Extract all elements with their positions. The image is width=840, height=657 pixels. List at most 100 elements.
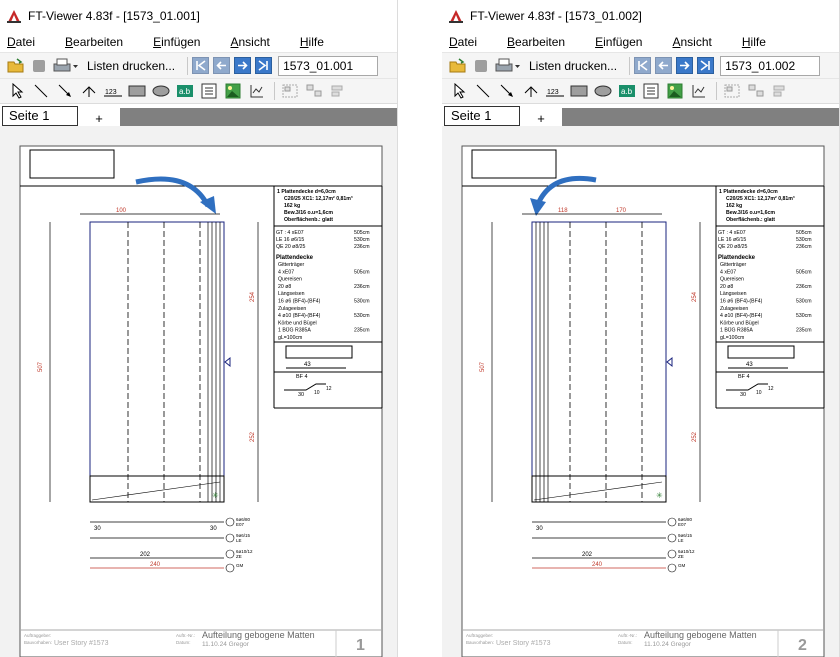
app-icon <box>7 10 21 23</box>
select-pointer-icon[interactable] <box>448 81 470 101</box>
mini-value: 43 <box>304 362 311 368</box>
image-tool-icon[interactable] <box>664 81 686 101</box>
menu-datei[interactable]: Datei <box>449 35 477 49</box>
group-tool-icon[interactable] <box>279 81 301 101</box>
tab-bar-background <box>120 108 397 126</box>
group-tool-icon[interactable] <box>721 81 743 101</box>
last-page-button[interactable] <box>697 57 715 74</box>
line-tool-icon[interactable] <box>30 81 52 101</box>
chart-tool-icon[interactable] <box>246 81 268 101</box>
align-tool-icon[interactable] <box>769 81 791 101</box>
main-toolbar: Listen drucken... 1573_01.002 <box>442 52 839 78</box>
panel-line: Bew.3/16 o.u=1,6cm <box>726 210 775 216</box>
print-lists-button[interactable]: Listen drucken... <box>529 58 618 73</box>
footer-label: Datum: <box>176 640 191 645</box>
section-title: Plattendecke <box>276 255 314 261</box>
first-page-button[interactable] <box>192 57 210 74</box>
dim-top-left: 118 <box>558 208 568 214</box>
footer-title: Aufteilung gebogene Matten <box>202 630 315 640</box>
text-block-tool-icon[interactable] <box>640 81 662 101</box>
ungroup-tool-icon[interactable] <box>303 81 325 101</box>
section-row-label: 4 xE07 <box>278 269 294 275</box>
window-title: FT-Viewer 4.83f - [1573_01.001] <box>28 9 200 23</box>
menu-ansicht[interactable]: Ansicht <box>672 35 711 49</box>
panel-row-label: QE 20 ø8/25 <box>718 244 748 250</box>
panel-row-value: 530cm <box>354 237 370 243</box>
select-pointer-icon[interactable] <box>6 81 28 101</box>
add-page-tab[interactable]: + <box>520 110 562 126</box>
add-page-tab[interactable]: + <box>78 110 120 126</box>
menu-hilfe[interactable]: Hilfe <box>300 35 324 49</box>
text-block-tool-icon[interactable] <box>198 81 220 101</box>
header-box <box>471 149 557 179</box>
section-row-label: Quereisen <box>278 277 302 283</box>
footer-label: Auftraggeber: <box>24 633 51 638</box>
text-field-tool-icon[interactable]: a.b <box>616 81 638 101</box>
footer-label: Bauvorhaben: <box>24 640 52 645</box>
section-row-label: 16 ø6 (BF4)-(BF4) <box>278 299 321 305</box>
first-page-icon <box>196 60 206 71</box>
dim-bottom-a: 30 <box>94 526 101 532</box>
document-number-field[interactable]: 1573_01.002 <box>720 55 821 76</box>
menu-bearbeiten[interactable]: Bearbeiten <box>65 35 123 49</box>
svg-text:123: 123 <box>105 89 117 96</box>
menu-einfgen[interactable]: Einfügen <box>595 35 642 49</box>
dim-bottom-c: 202 <box>582 552 593 558</box>
printer-icon[interactable] <box>494 56 522 76</box>
annotation-arrow <box>135 176 211 208</box>
ellipse-tool-icon[interactable] <box>150 81 172 101</box>
section-row-label: 1 BÜG R385A <box>720 327 753 334</box>
rectangle-tool-icon[interactable] <box>568 81 590 101</box>
menu-datei[interactable]: Datei <box>7 35 35 49</box>
last-page-button[interactable] <box>255 57 273 74</box>
text-field-tool-icon[interactable]: a.b <box>174 81 196 101</box>
line-tool-icon[interactable] <box>472 81 494 101</box>
first-page-icon <box>638 60 648 71</box>
tab-page-1[interactable]: Seite 1 <box>2 106 78 126</box>
section-row-value: 235cm <box>354 328 370 334</box>
toolbar-separator <box>274 82 275 100</box>
image-tool-icon[interactable] <box>222 81 244 101</box>
open-folder-icon[interactable] <box>6 56 26 76</box>
header-box <box>29 149 115 179</box>
ungroup-tool-icon[interactable] <box>745 81 767 101</box>
menu-einfgen[interactable]: Einfügen <box>153 35 200 49</box>
tab-page-1[interactable]: Seite 1 <box>444 106 520 126</box>
number-tool-icon[interactable]: 123 <box>102 81 124 101</box>
stop-icon[interactable] <box>471 56 491 76</box>
align-tool-icon[interactable] <box>327 81 349 101</box>
sheet-paper <box>461 145 825 657</box>
section-row-label: Längseisen <box>278 291 305 297</box>
printer-icon[interactable] <box>52 56 80 76</box>
chart-tool-icon[interactable] <box>688 81 710 101</box>
panel-line: Bew.3/16 o.u=1,6cm <box>284 210 333 216</box>
menu-bearbeiten[interactable]: Bearbeiten <box>507 35 565 49</box>
dimension-tool-icon[interactable] <box>520 81 542 101</box>
previous-page-button[interactable] <box>213 57 231 74</box>
document-number-field[interactable]: 1573_01.001 <box>278 55 379 76</box>
dim-left: 507 <box>480 361 486 372</box>
rectangle-tool-icon[interactable] <box>126 81 148 101</box>
footer-label: Bauvorhaben: <box>466 640 494 645</box>
menu-ansicht[interactable]: Ansicht <box>230 35 269 49</box>
ellipse-tool-icon[interactable] <box>592 81 614 101</box>
previous-page-button[interactable] <box>655 57 673 74</box>
next-page-button[interactable] <box>234 57 252 74</box>
bf-label: BF 4 <box>738 374 750 380</box>
arrow-line-tool-icon[interactable] <box>54 81 76 101</box>
number-tool-icon[interactable]: 123 <box>544 81 566 101</box>
print-lists-button[interactable]: Listen drucken... <box>87 58 176 73</box>
open-folder-icon[interactable] <box>448 56 468 76</box>
section-row-label: 20 ø8 <box>278 284 291 290</box>
dimension-tool-icon[interactable] <box>78 81 100 101</box>
section-row-label: Gitterträger <box>278 262 305 268</box>
stop-icon[interactable] <box>29 56 49 76</box>
arrow-line-tool-icon[interactable] <box>496 81 518 101</box>
menu-mnemonic: B <box>65 35 74 49</box>
next-page-button[interactable] <box>676 57 694 74</box>
section-row-label: Körbe und Bügel <box>720 320 759 326</box>
menu-hilfe[interactable]: Hilfe <box>742 35 766 49</box>
first-page-button[interactable] <box>634 57 652 74</box>
